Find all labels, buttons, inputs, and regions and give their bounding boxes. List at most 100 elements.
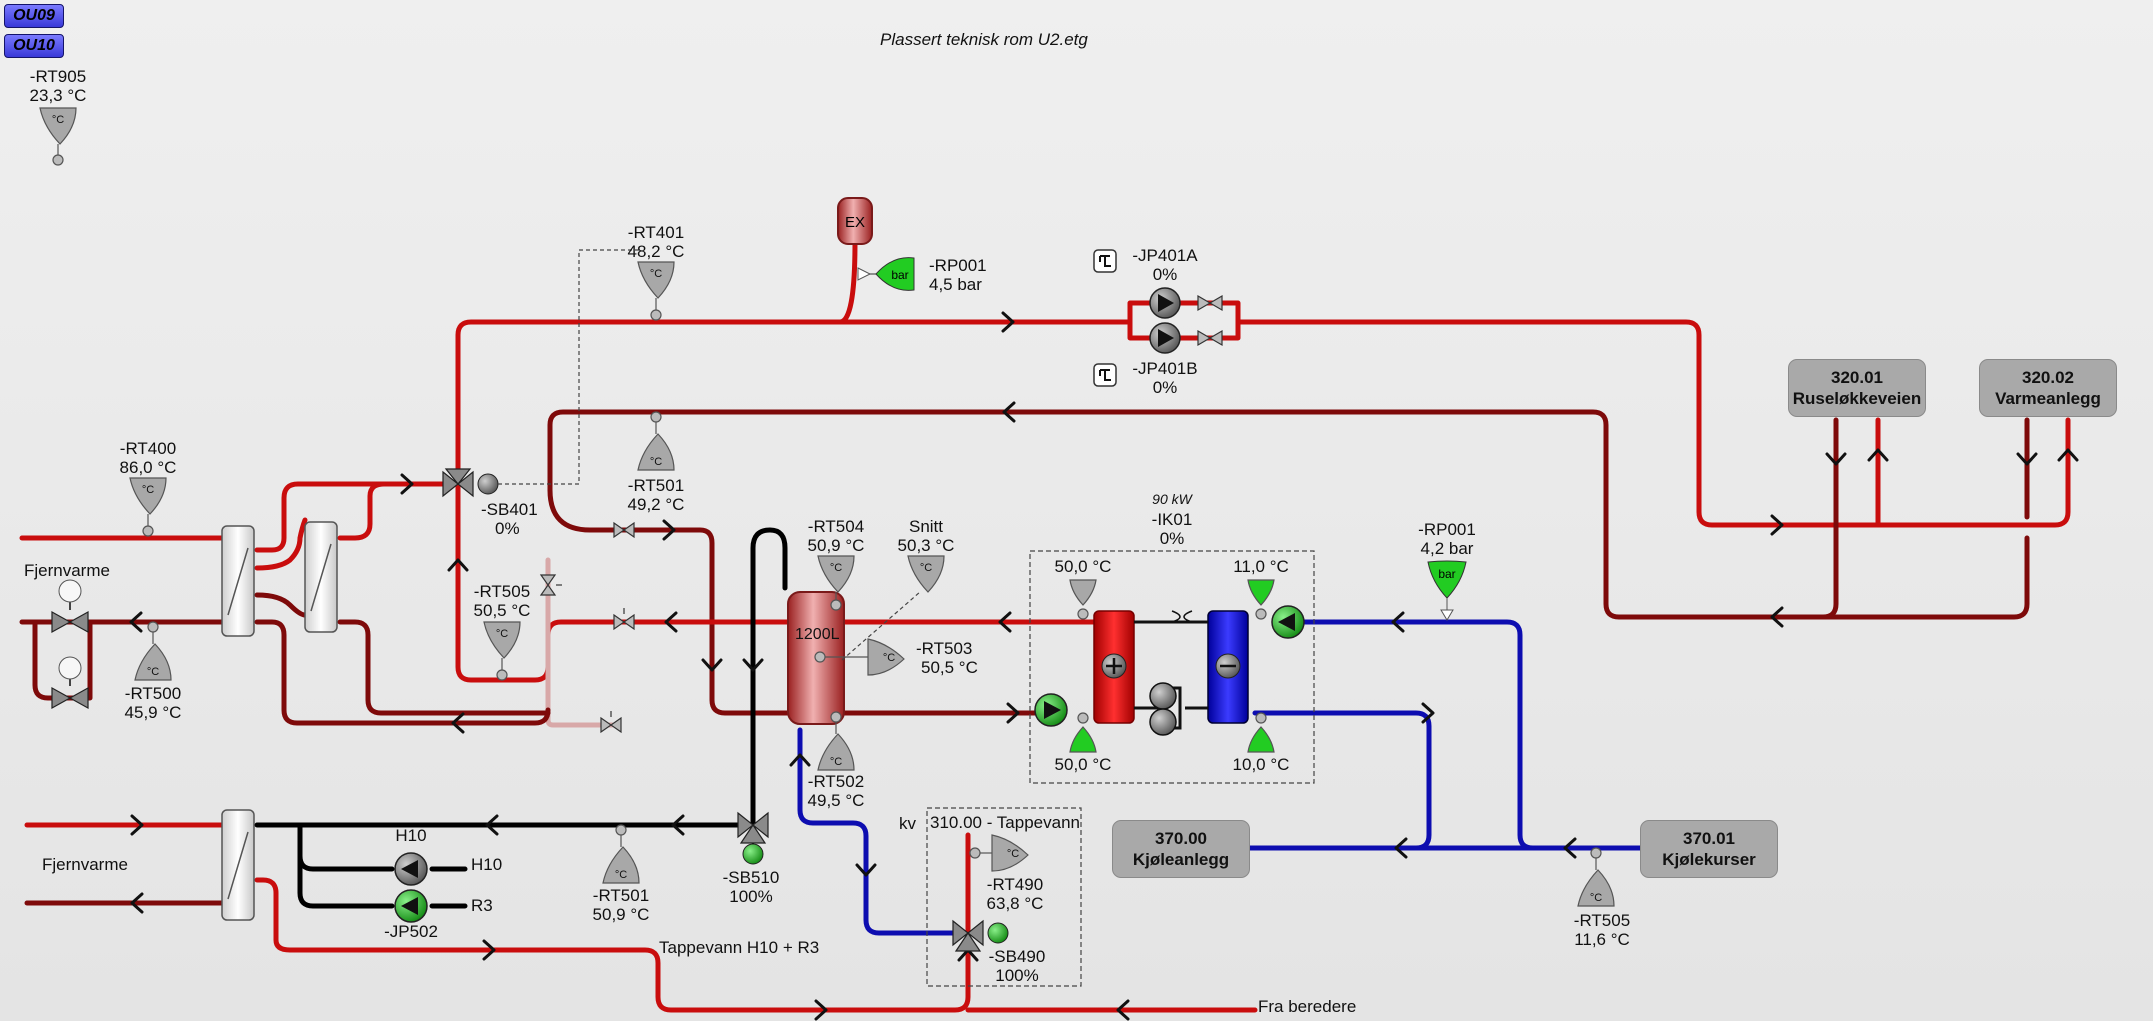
flow-arrow bbox=[1391, 611, 1405, 633]
sensor-cones bbox=[39, 107, 1615, 907]
temp-sensor-rt401[interactable] bbox=[637, 261, 675, 321]
flow-arrow bbox=[1825, 452, 1847, 466]
flow-arrow bbox=[2016, 452, 2038, 466]
shutoff-valve-fjernvarme-1[interactable] bbox=[51, 579, 89, 634]
pump-cold-side[interactable] bbox=[1271, 605, 1305, 639]
flow-arrow bbox=[1563, 837, 1577, 859]
pump-manifold bbox=[1117, 300, 1243, 341]
temp-sensor-rt490[interactable] bbox=[969, 834, 1029, 872]
cold-supply bbox=[1287, 619, 1643, 851]
temp-sensor-snitt[interactable] bbox=[907, 555, 945, 593]
flow-arrow bbox=[1770, 514, 1784, 536]
unit-degc: °C bbox=[920, 562, 932, 574]
bypass-pipe bbox=[545, 557, 615, 728]
nav-button-ou10[interactable]: OU10 bbox=[4, 34, 64, 58]
temp-sensor-hp-cold-out[interactable] bbox=[1247, 712, 1275, 753]
temp-sensor-rt501-top[interactable] bbox=[637, 411, 675, 471]
pump-jp502[interactable] bbox=[394, 889, 428, 923]
label-hp-cold-out: 10,0 °C bbox=[1232, 755, 1290, 774]
pump-jp401a[interactable] bbox=[1149, 287, 1181, 319]
flow-arrow bbox=[701, 658, 723, 672]
control-line-snitt bbox=[841, 591, 921, 661]
temp-sensor-rt503[interactable] bbox=[814, 638, 905, 676]
unit-degc: °C bbox=[52, 114, 64, 126]
small-valve[interactable] bbox=[539, 521, 635, 734]
nav-button-ou09[interactable]: OU09 bbox=[4, 4, 64, 28]
label-tappevann-box: 310.00 - Tappevann bbox=[930, 813, 1080, 832]
unit-degc: °C bbox=[650, 268, 662, 280]
domestic-black-line bbox=[254, 822, 741, 909]
condenser[interactable] bbox=[1093, 610, 1135, 724]
temp-sensor-rt502[interactable] bbox=[817, 711, 855, 771]
label-jp502: -JP502 bbox=[384, 922, 438, 941]
temp-sensor-hp-hot-out[interactable] bbox=[1069, 712, 1097, 753]
unit-degc: °C bbox=[1007, 848, 1019, 860]
pump-group-icon[interactable] bbox=[1093, 363, 1117, 387]
unit-degc: °C bbox=[496, 628, 508, 640]
cold-return bbox=[1247, 710, 1536, 851]
flow-arrow bbox=[742, 658, 764, 672]
temp-sensor-rt505-right[interactable] bbox=[1577, 847, 1615, 907]
unit-degc: °C bbox=[615, 869, 627, 881]
valve-sb490[interactable] bbox=[952, 919, 1009, 952]
tappevann-supply bbox=[254, 832, 1258, 1013]
flow-arrow bbox=[814, 999, 828, 1021]
label-hp-hot-out: 50,0 °C bbox=[1054, 755, 1112, 774]
flow-arrow bbox=[671, 814, 685, 836]
expansion-vessel[interactable] bbox=[837, 197, 873, 245]
label-tappevann-h10-r3: Tappevann H10 + R3 bbox=[659, 938, 820, 957]
unit-degc: °C bbox=[147, 666, 159, 678]
unit-degc: °C bbox=[142, 484, 154, 496]
evaporator[interactable] bbox=[1207, 610, 1249, 724]
pump-h10[interactable] bbox=[394, 852, 428, 886]
flow-arrow bbox=[789, 753, 811, 767]
supply-pipe bbox=[455, 319, 2071, 528]
valve-sb510[interactable] bbox=[737, 811, 769, 865]
label-kv: kv bbox=[899, 814, 916, 833]
pump-jp401b[interactable] bbox=[1149, 322, 1181, 354]
flow-arrow bbox=[1867, 448, 1889, 462]
return-to-tank bbox=[547, 487, 793, 716]
temp-sensor-rt504[interactable] bbox=[817, 555, 855, 611]
pump-group-icon[interactable] bbox=[1093, 249, 1117, 273]
heat-pump-capacity: 90 kW bbox=[1152, 491, 1192, 507]
temp-sensor-rt501-bottom[interactable] bbox=[602, 824, 640, 884]
flow-arrow bbox=[1394, 837, 1408, 859]
flow-arrow bbox=[129, 611, 143, 633]
compressor[interactable] bbox=[1134, 620, 1208, 736]
check-valve bbox=[1197, 294, 1223, 347]
unit-degc: °C bbox=[883, 652, 895, 664]
flow-arrow bbox=[1002, 401, 1016, 423]
valve-sb401[interactable] bbox=[442, 468, 499, 498]
pressure-sensor-rp001-top[interactable] bbox=[857, 257, 915, 291]
pump-hot-side[interactable] bbox=[1034, 693, 1068, 727]
heat-exchanger-3 bbox=[221, 809, 255, 921]
temp-sensor-rt500[interactable] bbox=[134, 621, 172, 681]
temp-sensor-hp-hot-in[interactable] bbox=[1069, 579, 1097, 620]
temp-sensor-rt905[interactable] bbox=[39, 107, 77, 166]
temp-sensor-rt400[interactable] bbox=[129, 477, 167, 537]
pressure-sensor-rp001-right[interactable] bbox=[1427, 560, 1467, 621]
shutoff-valve-fjernvarme-2[interactable] bbox=[51, 656, 89, 710]
hx1-to-hx2-supply bbox=[254, 481, 461, 553]
temp-sensor-hp-cold-in[interactable] bbox=[1247, 579, 1275, 620]
flow-arrow bbox=[2057, 448, 2079, 462]
label-fjernvarme-bottom: Fjernvarme bbox=[42, 855, 128, 874]
temp-sensor-rt505-left[interactable] bbox=[483, 621, 521, 681]
hx2-supply-out bbox=[337, 481, 387, 541]
unit-degc: °C bbox=[650, 456, 662, 468]
flow-arrow bbox=[1001, 311, 1015, 333]
